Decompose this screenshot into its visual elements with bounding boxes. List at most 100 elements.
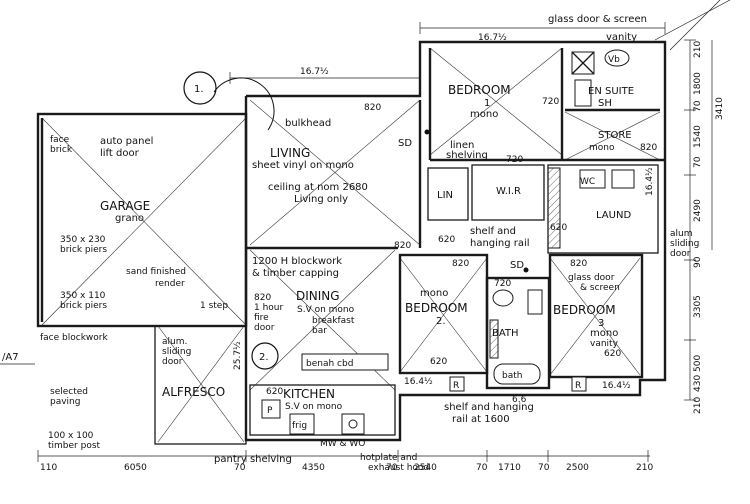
dim-820-fire: 820: [254, 293, 271, 303]
dim-right-70b: 70: [693, 156, 703, 168]
dim-right-430: 430: [693, 375, 703, 392]
room-linen-cupboard-label: LIN: [437, 190, 453, 201]
dim-right-500: 500: [693, 355, 703, 372]
room-bedroom1-number: 1: [484, 98, 490, 109]
dim-right-210b: 210: [693, 397, 703, 414]
dim-820-b2: 820: [452, 259, 469, 269]
note-door-l: door: [162, 357, 183, 367]
note-shelf-hanging-1600: shelf and hanging: [444, 402, 534, 413]
note-glass-door-b3: glass door: [568, 273, 615, 283]
note-sd-hall: SD: [510, 260, 524, 271]
note-mw-wo: MW & WO: [320, 439, 365, 449]
dim-right-70: 70: [693, 100, 703, 112]
note-vb-label: Vb: [608, 55, 620, 65]
room-dining-label: DINING: [296, 289, 340, 303]
note-brick: brick: [50, 145, 73, 155]
note-shelving: shelving: [446, 150, 488, 161]
dim-bottom-6050: 6050: [124, 463, 147, 473]
note-fire: fire: [254, 313, 269, 323]
vanity-basin-ensuite: [604, 49, 630, 67]
dim-820-b3: 820: [570, 259, 587, 269]
note-breakfast: breakfast: [312, 316, 355, 326]
room-bedroom2-label: BEDROOM: [405, 301, 468, 315]
note-sand-finished: sand finished: [126, 267, 186, 277]
dim-right-90: 90: [693, 256, 703, 268]
dim-bottom-70b: 70: [386, 463, 398, 473]
note-face: face: [50, 135, 70, 145]
note-vanity-top: vanity: [606, 32, 637, 43]
dim-720-linen: 720: [506, 155, 523, 165]
room-bath-label: BATH: [492, 328, 519, 339]
dim-bottom-210: 210: [636, 463, 653, 473]
dim-right-1800: 1800: [693, 72, 703, 95]
dim-bottom-2540: 2540: [414, 463, 437, 473]
callout-2-label: 2.: [259, 352, 269, 363]
note-fridge: frig: [292, 421, 307, 431]
note-lift-door: lift door: [100, 148, 140, 159]
note-wc-label: WC: [580, 177, 595, 187]
dim-right-3410: 3410: [715, 97, 725, 120]
walls: [36, 40, 667, 445]
dim-top-167b: 16.7½: [478, 33, 507, 43]
fridge-box: [289, 413, 315, 435]
note-screen-b3: & screen: [580, 283, 620, 293]
dim-257: 25.7½: [233, 341, 243, 370]
room-store-floor: mono: [589, 143, 615, 153]
note-r-b2: R: [453, 381, 459, 391]
dim-bottom-70c: 70: [476, 463, 488, 473]
dim-bottom-110: 110: [40, 463, 57, 473]
note-alum-l: alum.: [162, 337, 187, 347]
note-vanity-b3: vanity: [590, 339, 619, 349]
note-bath-fixture: bath: [502, 371, 522, 381]
note-pantry-p: P: [267, 406, 273, 416]
dim-720-bath: 720: [494, 279, 511, 289]
dim-620-kit: 620: [266, 387, 283, 397]
room-bedroom3-number: 3: [598, 318, 604, 329]
note-piers-350x230: 350 x 230: [60, 235, 106, 245]
note-sliding-l: sliding: [162, 347, 191, 357]
note-blockwork: 1200 H blockwork: [252, 256, 342, 267]
note-ceiling: ceiling at nom 2680: [268, 182, 368, 193]
basin-bath: [492, 289, 514, 307]
dim-bottom-70d: 70: [538, 463, 550, 473]
note-dining-floor: S.V on mono: [297, 305, 355, 315]
r-marker-b3: [571, 376, 587, 392]
toilet-ensuite: [574, 79, 592, 107]
note-door-r: door: [670, 249, 691, 259]
room-diagonals: [41, 47, 661, 443]
note-paving: paving: [50, 397, 80, 407]
dim-bottom-70: 70: [234, 463, 246, 473]
room-kitchen-floor: S.V on mono: [285, 402, 343, 412]
room-living-label: LIVING: [270, 146, 310, 160]
note-render: render: [155, 279, 185, 289]
note-bar: bar: [312, 326, 327, 336]
note-brick-piers: brick piers: [60, 245, 107, 255]
laundry-tub: [579, 169, 606, 189]
dim-720-bed1: 720: [542, 97, 559, 107]
note-glass-door-screen-top: glass door & screen: [548, 14, 647, 25]
room-wir-label: W.I.R: [496, 186, 521, 197]
room-garage-label: GARAGE: [100, 199, 150, 213]
dim-620-b2: 620: [430, 357, 447, 367]
dim-bottom-4350: 4350: [302, 463, 325, 473]
dim-164c: 16.4½: [645, 167, 655, 196]
room-bedroom1-label: BEDROOM: [448, 83, 511, 97]
dim-820-living: 820: [364, 103, 381, 113]
note-timber-post-2: timber post: [48, 441, 101, 451]
room-store-label: STORE: [598, 130, 632, 141]
note-pantry-shelving: pantry shelving: [214, 454, 292, 465]
hotplate-burner: [348, 419, 358, 429]
note-linen: linen: [450, 140, 474, 151]
note-ref-a7: /A7: [2, 352, 19, 363]
note-sliding-r: sliding: [670, 239, 699, 249]
dim-820-store: 820: [640, 143, 657, 153]
note-r-b3: R: [575, 381, 581, 391]
note-living-only: Living only: [294, 194, 348, 205]
hatched-bath-wall: [489, 319, 499, 359]
room-bedroom1-floor: mono: [470, 109, 498, 120]
callout-1-circle: [183, 71, 217, 105]
dim-66: 6.6: [512, 395, 527, 405]
room-garage-floor: grano: [115, 213, 144, 224]
